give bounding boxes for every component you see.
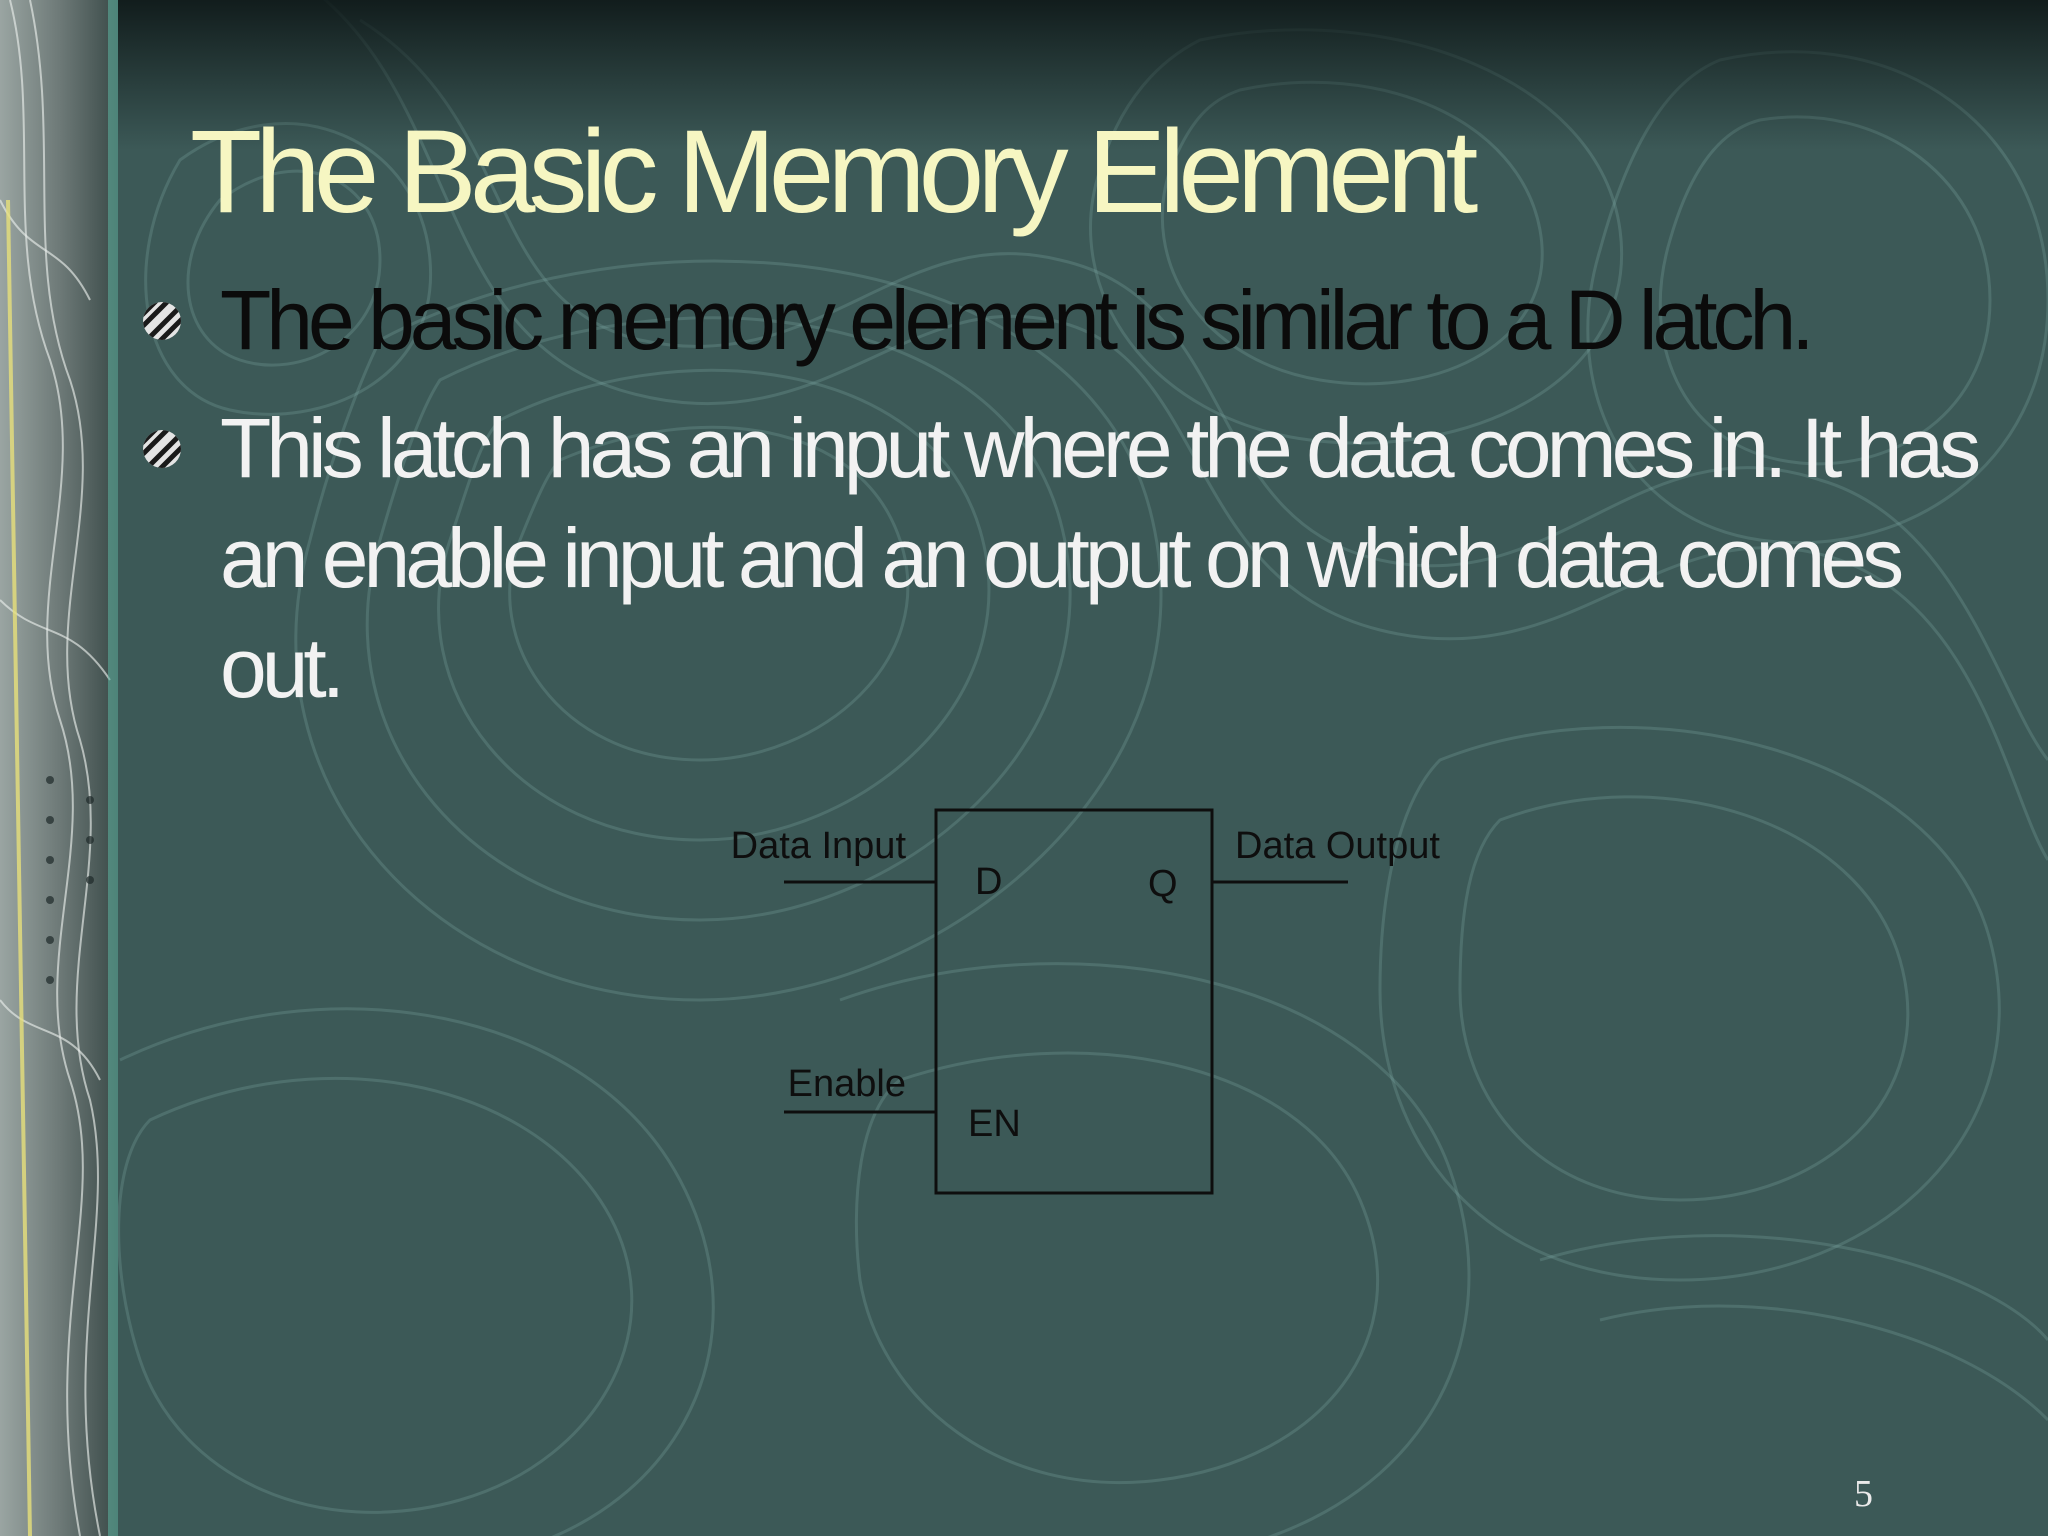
pin-d-label: D xyxy=(975,861,1002,903)
pin-en-label: EN xyxy=(968,1103,1021,1145)
latch-box xyxy=(934,808,1214,1195)
bullet-item: This latch has an input where the data c… xyxy=(140,393,1981,723)
bullet-text: This latch has an input where the data c… xyxy=(220,401,1981,715)
page-number: 5 xyxy=(1854,1473,1873,1515)
data-input-label: Data Input xyxy=(731,825,907,867)
slide-title: The Basic Memory Element xyxy=(190,106,1478,238)
bullet-item: The basic memory element is similar to a… xyxy=(140,265,1980,375)
enable-label: Enable xyxy=(788,1063,906,1105)
d-latch-diagram: Data Input Enable Data Output D Q EN xyxy=(731,808,1440,1195)
bullet-list: The basic memory element is similar to a… xyxy=(140,265,1981,741)
pin-q-label: Q xyxy=(1148,863,1178,905)
map-strip-decoration xyxy=(0,0,118,1536)
hatched-circle-bullet-icon xyxy=(143,430,181,468)
data-output-label: Data Output xyxy=(1235,825,1440,867)
bullet-text: The basic memory element is similar to a… xyxy=(220,273,1815,367)
hatched-circle-bullet-icon xyxy=(143,302,181,340)
top-shadow xyxy=(0,0,2048,150)
